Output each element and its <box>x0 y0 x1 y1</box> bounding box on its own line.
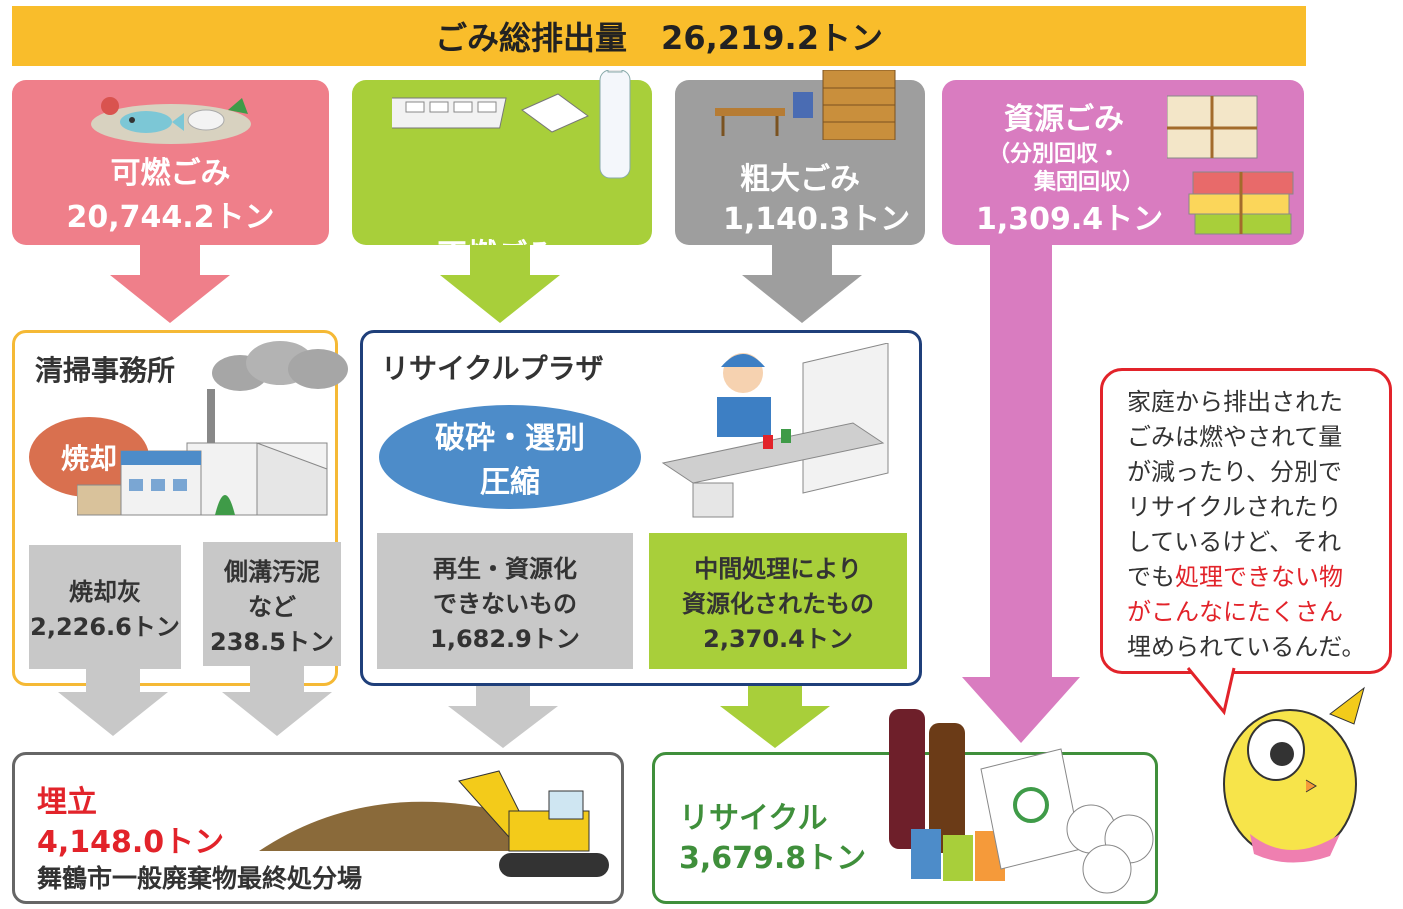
speech-bubble-tail <box>1186 667 1236 716</box>
category-nonburnable: 不燃ごみ 3,025.3トン <box>352 70 652 313</box>
arrow-non-recyclable-down <box>448 686 558 748</box>
output-ash: 焼却灰 2,226.6トン <box>29 545 181 669</box>
output-recycled-line2: 資源化されたもの <box>682 589 874 618</box>
output-sludge-label1: 側溝汚泥 <box>224 557 320 586</box>
total-header: ごみ総排出量 26,219.2トン <box>12 6 1306 66</box>
crush-sort-label: 破砕・選別 <box>435 421 585 456</box>
category-oversized-amount: 1,140.3トン <box>723 202 911 237</box>
speech-line-2: ごみは燃やされて量 <box>1127 423 1343 451</box>
output-recycled-amount: 2,370.4トン <box>703 624 853 653</box>
food-waste-icon <box>90 96 251 144</box>
output-sludge-amount: 238.5トン <box>210 627 334 656</box>
speech-line-8: 埋められているんだ。 <box>1127 633 1366 661</box>
bundled-paper-icon <box>1167 95 1294 235</box>
output-recycled-line1: 中間処理により <box>694 554 862 583</box>
category-resources-name: 資源ごみ <box>1004 102 1124 137</box>
speech-line-3: が減ったり、分別で <box>1127 458 1343 486</box>
output-non-recyclable-line1: 再生・資源化 <box>433 554 577 583</box>
category-resources-sub2: 集団回収） <box>1034 170 1145 195</box>
output-sludge: 側溝汚泥 など 238.5トン <box>203 542 341 666</box>
compress-label: 圧縮 <box>480 465 540 500</box>
category-resources-sub1: （分別回収・ <box>988 142 1121 167</box>
recycle-amount: 3,679.8トン <box>679 841 867 876</box>
incinerator-building-icon <box>77 389 328 516</box>
output-non-recyclable-amount: 1,682.9トン <box>430 624 580 653</box>
crush-sort-badge: 破砕・選別 圧縮 <box>379 405 641 509</box>
category-resources-amount: 1,309.4トン <box>976 202 1164 237</box>
furniture-icon <box>715 70 896 140</box>
total-label: ごみ総排出量 <box>435 19 628 57</box>
speech-text: 家庭から排出された ごみは燃やされて量 が減ったり、分別で リサイクルされたり … <box>1127 385 1366 665</box>
arrow-resources-down <box>962 245 1080 743</box>
facility-cleaning-office: 清掃事務所 焼却 焼却灰 2,226.6トン <box>12 330 348 686</box>
incineration-label: 焼却 <box>60 442 117 475</box>
smoke-cloud-icon <box>212 341 348 391</box>
landfill-label: 埋立 <box>37 785 97 820</box>
arrow-ash-down <box>58 666 168 736</box>
category-oversized-name: 粗大ごみ <box>740 162 860 197</box>
category-burnable-amount: 20,744.2トン <box>66 199 275 235</box>
speech-line-5: しているけど、それ <box>1127 528 1342 556</box>
output-sludge-label2: など <box>248 592 296 621</box>
output-ash-label: 焼却灰 <box>69 578 141 606</box>
speech-line-6b: 処理できない物 <box>1175 563 1343 591</box>
result-landfill: 埋立 4,148.0トン 舞鶴市一般廃棄物最終処分場 <box>12 752 624 904</box>
category-oversized: 粗大ごみ 1,140.3トン <box>675 70 925 245</box>
facility-cleaning-title: 清掃事務所 <box>35 354 176 387</box>
speech-line-7: がこんなにたくさん <box>1127 598 1343 626</box>
recycled-goods-icon <box>889 709 1154 894</box>
excavator-icon <box>259 770 609 877</box>
speech-bubble: 家庭から排出された ごみは燃やされて量 が減ったり、分別で リサイクルされたり … <box>1100 368 1392 674</box>
output-recycled-intermediate: 中間処理により 資源化されたもの 2,370.4トン <box>649 533 907 669</box>
arrow-burnable-down <box>110 245 230 323</box>
landfill-amount: 4,148.0トン <box>37 825 225 860</box>
recycle-label: リサイクル <box>679 801 828 836</box>
category-resources: 資源ごみ （分別回収・ 集団回収） 1,309.4トン <box>942 80 1304 245</box>
facility-recycle-plaza-title: リサイクルプラザ <box>381 352 604 385</box>
arrow-nonburnable-down <box>440 245 560 323</box>
output-non-recyclable-line2: できないもの <box>433 589 577 618</box>
result-recycle: リサイクル 3,679.8トン <box>652 709 1158 904</box>
speech-line-1: 家庭から排出された <box>1127 388 1343 416</box>
landfill-site: 舞鶴市一般廃棄物最終処分場 <box>37 864 363 893</box>
category-burnable: 可燃ごみ 20,744.2トン <box>12 80 329 245</box>
bird-mascot-icon <box>1223 686 1365 863</box>
speech-line-4: リサイクルされたり <box>1127 493 1342 521</box>
speech-line-6a: でも <box>1127 563 1175 591</box>
output-non-recyclable: 再生・資源化 できないもの 1,682.9トン <box>377 533 633 669</box>
category-burnable-name: 可燃ごみ <box>110 155 231 191</box>
arrow-sludge-down <box>222 666 332 736</box>
facility-recycle-plaza: リサイクルプラザ 破砕・選別 圧縮 再生・資源化 できないもの 1,682.9ト… <box>360 330 922 686</box>
total-value: 26,219.2トン <box>661 19 883 57</box>
plastic-containers-icon <box>392 70 631 179</box>
arrow-oversized-down <box>742 245 862 323</box>
arrow-recycled-down <box>720 686 830 748</box>
output-ash-amount: 2,226.6トン <box>30 613 180 641</box>
sorting-worker-icon <box>661 343 889 518</box>
